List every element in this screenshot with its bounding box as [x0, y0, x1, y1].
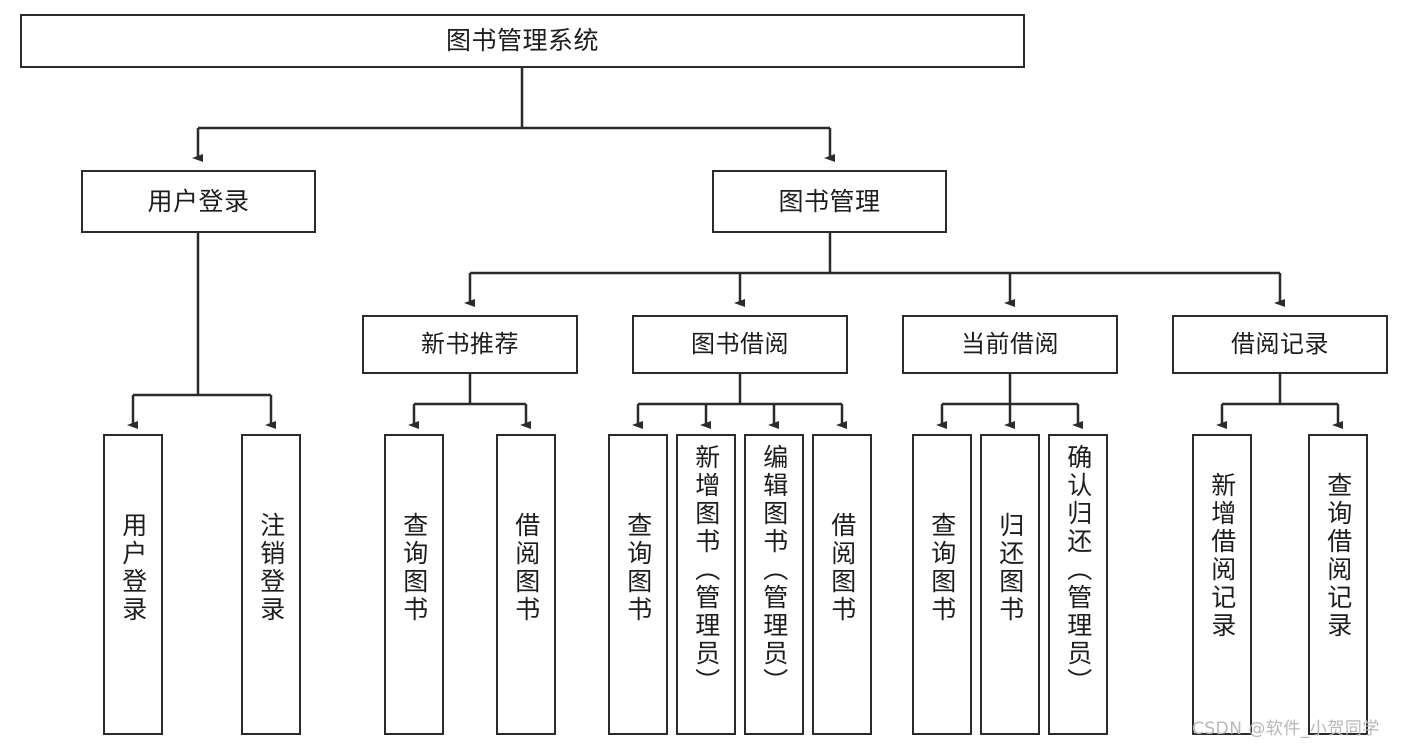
leaf-query-book-current[interactable]: 查询图书	[912, 434, 972, 735]
node-label: 新增借阅记录	[1207, 472, 1237, 640]
node-label: 借阅记录	[1231, 330, 1329, 359]
leaf-user-login[interactable]: 用户登录	[103, 434, 163, 735]
node-current-borrow[interactable]: 当前借阅	[902, 315, 1118, 374]
leaf-return-book[interactable]: 归还图书	[980, 434, 1040, 735]
node-label: 查询图书	[399, 512, 429, 624]
leaf-borrow-book-recommend[interactable]: 借阅图书	[496, 434, 556, 735]
node-label: 借阅图书	[827, 512, 857, 624]
leaf-add-borrow-record[interactable]: 新增借阅记录	[1192, 434, 1252, 735]
node-label: 用户登录	[118, 512, 148, 624]
node-root-book-management-system[interactable]: 图书管理系统	[20, 14, 1025, 68]
node-label: 用户登录	[147, 186, 250, 216]
node-borrow-record[interactable]: 借阅记录	[1172, 315, 1388, 374]
node-label: 编辑图书（管理员）	[759, 444, 789, 696]
csdn-watermark: CSDN @软件_小贺同学	[1192, 719, 1380, 739]
node-label: 当前借阅	[961, 330, 1059, 359]
node-label: 注销登录	[256, 512, 286, 624]
node-label: 查询图书	[623, 512, 653, 624]
node-user-login[interactable]: 用户登录	[81, 170, 316, 233]
node-label: 新增图书（管理员）	[691, 444, 721, 696]
leaf-edit-book-admin[interactable]: 编辑图书（管理员）	[744, 434, 804, 735]
leaf-query-book-recommend[interactable]: 查询图书	[384, 434, 444, 735]
leaf-add-book-admin[interactable]: 新增图书（管理员）	[676, 434, 736, 735]
node-label: 查询借阅记录	[1323, 472, 1353, 640]
leaf-query-book-borrow[interactable]: 查询图书	[608, 434, 668, 735]
node-label: 查询图书	[927, 512, 957, 624]
node-label: 确认归还（管理员）	[1063, 444, 1093, 696]
node-label: 图书借阅	[691, 330, 789, 359]
node-label: 图书管理	[778, 186, 881, 216]
node-label: 图书管理系统	[445, 26, 599, 55]
leaf-borrow-book[interactable]: 借阅图书	[812, 434, 872, 735]
node-book-management[interactable]: 图书管理	[712, 170, 947, 233]
leaf-query-borrow-record[interactable]: 查询借阅记录	[1308, 434, 1368, 735]
node-book-borrow[interactable]: 图书借阅	[632, 315, 848, 374]
node-label: 借阅图书	[511, 512, 541, 624]
leaf-user-logout[interactable]: 注销登录	[241, 434, 301, 735]
leaf-confirm-return-admin[interactable]: 确认归还（管理员）	[1048, 434, 1108, 735]
node-label: 新书推荐	[421, 330, 519, 359]
node-label: 归还图书	[995, 512, 1025, 624]
node-new-book-recommend[interactable]: 新书推荐	[362, 315, 578, 374]
